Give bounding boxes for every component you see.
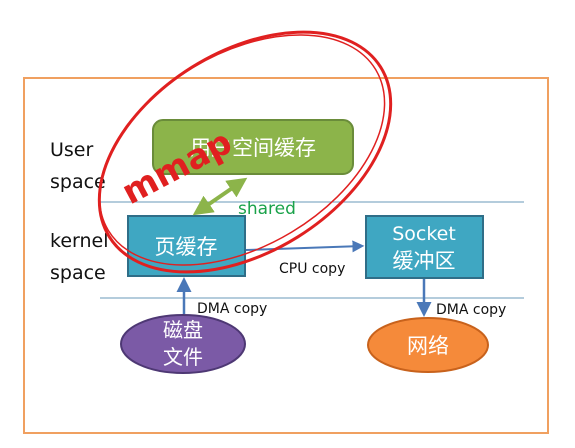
cpu-copy-arrow (245, 240, 365, 253)
dma-copy-right-label: DMA copy (436, 302, 506, 318)
shared-label: shared (238, 199, 296, 219)
socket-buffer-label-line2: 缓冲区 (393, 249, 456, 273)
socket-buffer-box (365, 215, 484, 279)
disk-file-label-line1: 磁盘 (163, 318, 203, 342)
mmap-highlight-ellipse-inner (98, 34, 386, 266)
user-buffer-box (152, 119, 354, 175)
user-buffer-label: 用户空间缓存 (190, 136, 316, 160)
socket-buffer-label-line1: Socket (392, 223, 456, 245)
user-space-label-line2: space (50, 171, 106, 193)
user-space-label-line1: User (50, 139, 93, 161)
outer-frame (23, 77, 549, 434)
network-ellipse (367, 317, 489, 373)
disk-file-ellipse (120, 314, 246, 374)
page-cache-label: 页缓存 (155, 235, 218, 259)
disk-file-label-line2: 文件 (163, 345, 203, 369)
cpu-copy-label: CPU copy (279, 261, 345, 277)
kernel-space-label-line2: space (50, 262, 106, 284)
dma-copy-left-label: DMA copy (197, 301, 267, 317)
shared-arrow (192, 177, 248, 216)
kernel-space-label-line1: kernel (50, 230, 109, 252)
network-label: 网络 (407, 334, 449, 358)
